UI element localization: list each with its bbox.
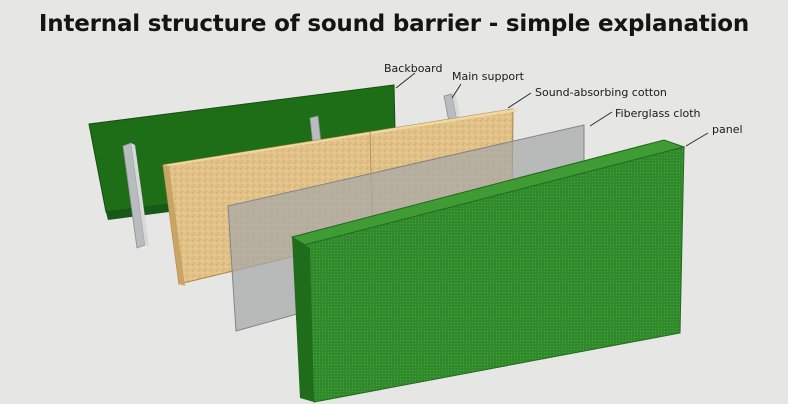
label-fiberglass-cloth: Fiberglass cloth [615, 107, 701, 120]
main-support-leader [451, 83, 462, 99]
label-panel: panel [712, 123, 743, 136]
leader-lines [395, 72, 709, 147]
backboard-leader [395, 72, 416, 89]
label-backboard: Backboard [384, 62, 442, 75]
cotton-leader [507, 92, 532, 109]
label-sound-absorbing-cotton: Sound-absorbing cotton [535, 86, 667, 99]
fiberglass-leader [589, 111, 613, 127]
panel-leader [685, 132, 709, 147]
front-panel-layer [290, 139, 686, 403]
label-main-support: Main support [452, 70, 525, 83]
diagram-title: Internal structure of sound barrier - si… [38, 11, 750, 37]
